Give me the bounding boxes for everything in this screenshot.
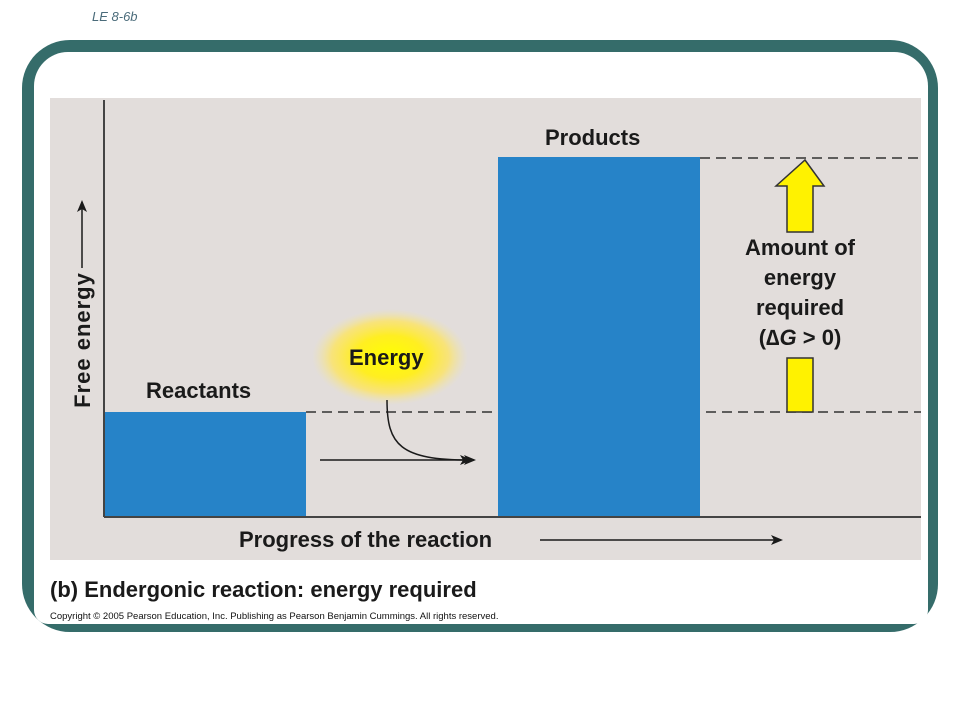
open-paren: ( — [758, 325, 767, 350]
caption-letter: (b) — [50, 577, 79, 602]
reactants-bar — [105, 412, 306, 516]
curved-arrow-icon — [386, 399, 472, 465]
copyright-notice: Copyright © 2005 Pearson Education, Inc.… — [50, 611, 499, 622]
g-symbol: G — [779, 325, 797, 350]
energy-glow-icon — [312, 309, 468, 405]
y-axis-label: Free energy — [70, 272, 95, 408]
delta-symbol: ∆ — [766, 325, 780, 350]
amount-line-3: required — [755, 295, 845, 320]
products-label: Products — [545, 125, 641, 150]
amount-line-2: energy — [763, 265, 837, 290]
condition-text: > 0) — [796, 325, 842, 350]
delta-g-condition: (∆G > 0) — [720, 323, 880, 353]
slide-label: LE 8-6b — [92, 9, 138, 24]
x-axis-label: Progress of the reaction — [239, 527, 493, 552]
figure-caption: (b) Endergonic reaction: energy required — [50, 577, 477, 603]
amount-line-1: Amount of — [745, 235, 855, 260]
up-arrow-icon — [774, 158, 826, 413]
products-bar — [498, 157, 700, 516]
energy-label: Energy — [349, 345, 424, 370]
caption-text: Endergonic reaction: energy required — [84, 577, 477, 602]
reactants-label: Reactants — [146, 378, 252, 403]
amount-of-energy-label: Amount of energy required (∆G > 0) — [720, 233, 880, 353]
